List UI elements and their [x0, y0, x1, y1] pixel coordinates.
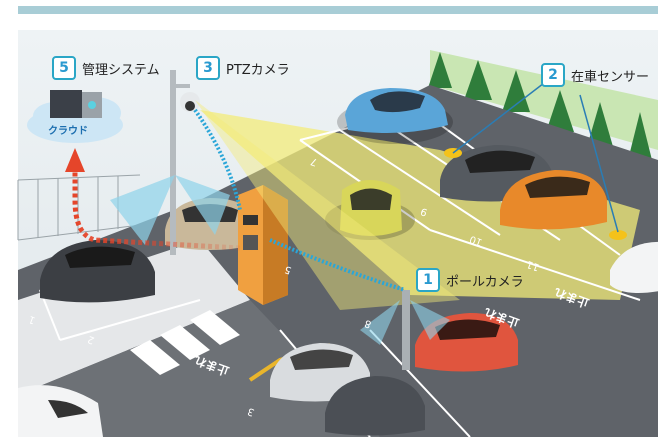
- label-parking-sensor: 2 在車センサー: [541, 63, 649, 87]
- server-icon: [50, 90, 102, 118]
- car-orange: [500, 170, 607, 230]
- label-pole-camera-text: ポールカメラ: [446, 274, 524, 290]
- label-parking-sensor-text: 在車センサー: [571, 69, 650, 85]
- car-white-right: [610, 241, 658, 294]
- fence: [17, 174, 141, 241]
- tree-row: [428, 52, 652, 160]
- label-ptz-camera: 3 PTZカメラ: [196, 56, 290, 80]
- slot-10: 10: [468, 233, 484, 248]
- data-link-ptz: [193, 108, 242, 211]
- camera-beam-left: [110, 175, 175, 245]
- badge-5: 5: [52, 56, 76, 80]
- badge-1: 1: [416, 268, 440, 292]
- data-link-pole: [269, 238, 406, 292]
- badge-2: 2: [541, 63, 565, 87]
- car-yellow: [325, 180, 415, 240]
- label-ptz-camera-text: PTZカメラ: [226, 62, 290, 78]
- crosswalk: [130, 310, 240, 375]
- header-bar: [18, 6, 658, 14]
- detection-zone: [200, 110, 640, 300]
- label-management-system-text: 管理システム: [82, 62, 160, 78]
- sidewalk: [18, 240, 250, 395]
- label-pole-camera: 1 ポールカメラ: [416, 268, 524, 292]
- slot-11: 11: [525, 258, 541, 273]
- ptz-pole: [170, 70, 200, 255]
- ptz-yellow-beam: [195, 100, 460, 310]
- camera-beam-right: [175, 175, 230, 235]
- slot-numbers: 7 8 9 10 11 5 1 2 3: [27, 155, 541, 418]
- slot-7: 7: [309, 155, 319, 168]
- road: [18, 300, 380, 437]
- car-charcoal: [325, 376, 425, 436]
- pay-station: [238, 185, 288, 305]
- label-management-system: 5 管理システム: [52, 56, 160, 80]
- badge-3: 3: [196, 56, 220, 80]
- cloud-label: クラウド: [48, 126, 88, 137]
- slot-2: 2: [86, 333, 96, 346]
- slot-9: 9: [419, 205, 429, 218]
- cloud-link-arrow: [65, 148, 85, 172]
- car-dark: [40, 240, 155, 303]
- car-blue: [337, 88, 453, 144]
- car-white-left: [18, 385, 103, 437]
- slot-3: 3: [246, 405, 256, 418]
- slot-5: 5: [283, 263, 293, 276]
- pole-camera: [360, 290, 450, 370]
- sensor-2: [609, 230, 627, 240]
- slot-1: 1: [27, 313, 37, 326]
- slot-8: 8: [363, 317, 373, 330]
- sensor-lines: [452, 79, 619, 233]
